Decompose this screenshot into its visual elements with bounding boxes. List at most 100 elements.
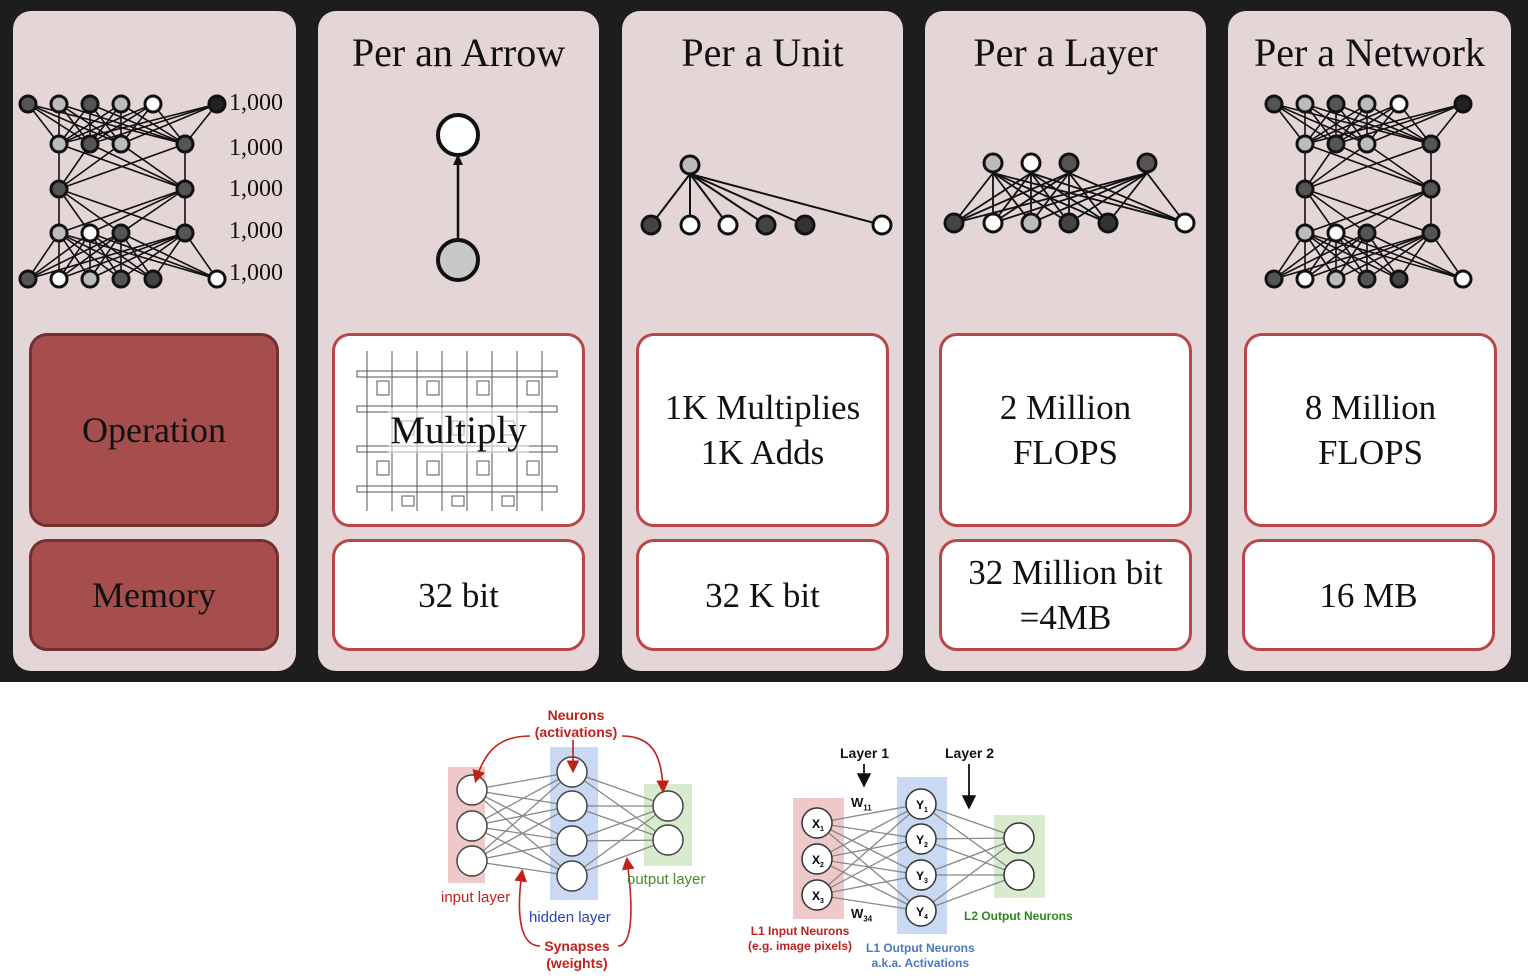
memory-box: 32 bit — [332, 539, 585, 651]
l1-output-neurons-label: L1 Output Neurons a.k.a. Activations — [866, 941, 975, 970]
network-edge — [1366, 188, 1432, 234]
network-edge — [1335, 103, 1464, 145]
network-node — [1389, 94, 1409, 114]
neuron-node — [556, 860, 588, 892]
memory-row-label: Memory — [29, 539, 279, 651]
network-node — [18, 94, 38, 114]
network-node — [1389, 269, 1409, 289]
weight-edge — [920, 803, 1020, 839]
x-node — [801, 843, 833, 875]
operation-line-2: 1K Adds — [700, 433, 825, 472]
network-edge — [58, 143, 186, 190]
network-node — [1264, 269, 1284, 289]
l2-output-node — [1003, 859, 1035, 891]
network-node — [175, 179, 195, 199]
arrow-connection-icon — [436, 113, 480, 282]
column-row-labels: 1,000 1,000 1,000 1,000 1,000 Operation … — [13, 11, 296, 671]
network-edge — [1273, 232, 1368, 280]
network-node — [1357, 269, 1377, 289]
y-node — [905, 859, 937, 891]
input-node — [640, 214, 662, 236]
memory-line-2: =4MB — [1019, 598, 1112, 637]
input-node — [717, 214, 739, 236]
layer-edge — [992, 172, 1070, 224]
network-edge — [89, 103, 154, 145]
network-node — [207, 269, 227, 289]
network-edge — [58, 232, 186, 280]
x-node — [801, 807, 833, 839]
weight-edge — [920, 874, 1020, 912]
network-edge — [1304, 232, 1432, 280]
network-edge — [89, 188, 186, 234]
network-edge — [89, 232, 186, 280]
layer-count-5: 1,000 — [229, 260, 283, 286]
network-node — [1421, 134, 1441, 154]
network-node — [49, 94, 69, 114]
layer-edge — [992, 172, 1186, 224]
output-node — [1020, 152, 1042, 174]
network-node — [111, 269, 131, 289]
network-node — [1326, 223, 1346, 243]
network-edge — [58, 232, 122, 280]
network-node — [1264, 94, 1284, 114]
l2-output-neurons-label: L2 Output Neurons — [964, 909, 1073, 923]
network-node — [80, 223, 100, 243]
network-node — [1295, 223, 1315, 243]
synapse-edge — [471, 805, 573, 862]
input-node — [982, 212, 1004, 234]
network-icon — [1264, 94, 1473, 289]
weight-w34-label: W34 — [851, 906, 873, 924]
input-node — [943, 212, 965, 234]
column-per-arrow: Per an Arrow — [318, 11, 599, 671]
network-node — [1357, 134, 1377, 154]
network-node — [1326, 269, 1346, 289]
neuron-node — [456, 810, 488, 842]
network-node — [1295, 179, 1315, 199]
network-node — [49, 223, 69, 243]
layer-count-3: 1,000 — [229, 176, 283, 202]
network-node — [49, 134, 69, 154]
input-node — [679, 214, 701, 236]
operation-box: Multiply — [332, 333, 585, 527]
weight-w11-label: W11 — [851, 795, 872, 813]
network-node — [49, 269, 69, 289]
weight-edge — [920, 837, 1020, 840]
column-title: Per a Layer — [973, 30, 1158, 75]
x-node — [801, 879, 833, 911]
l2-output-node — [1003, 822, 1035, 854]
input-node — [1020, 212, 1042, 234]
network-edge — [120, 103, 218, 145]
network-node — [49, 179, 69, 199]
output-node — [982, 152, 1004, 174]
network-node — [80, 269, 100, 289]
unit-fan-in-icon — [640, 154, 893, 236]
input-node — [1058, 212, 1080, 234]
network-edge — [1366, 232, 1432, 280]
neuron-node — [652, 824, 684, 856]
synapse-edge — [571, 805, 669, 842]
network-edge — [1335, 143, 1432, 190]
operation-text: Multiply — [388, 407, 529, 453]
network-edge — [1304, 188, 1368, 234]
layer-edge — [1030, 172, 1109, 224]
synapses-label: Synapses (weights) — [544, 938, 610, 971]
unit-edge — [689, 173, 767, 226]
network-edge — [89, 103, 218, 145]
network-node — [80, 94, 100, 114]
hidden-layer-label: hidden layer — [529, 909, 611, 926]
network-node — [143, 94, 163, 114]
synapse-edge — [471, 840, 573, 862]
unit-edge — [689, 173, 883, 226]
layer-edge — [992, 172, 1109, 224]
synapse-edge — [471, 771, 573, 862]
neuron-node — [456, 774, 488, 806]
weight-edge — [920, 803, 1020, 876]
column-title: Per a Network — [1253, 30, 1486, 75]
network-edge — [1304, 188, 1432, 234]
layer-count-1: 1,000 — [229, 90, 283, 116]
weight-edge — [816, 838, 922, 896]
synapse-edge — [471, 771, 573, 827]
network-edge — [1304, 232, 1368, 280]
